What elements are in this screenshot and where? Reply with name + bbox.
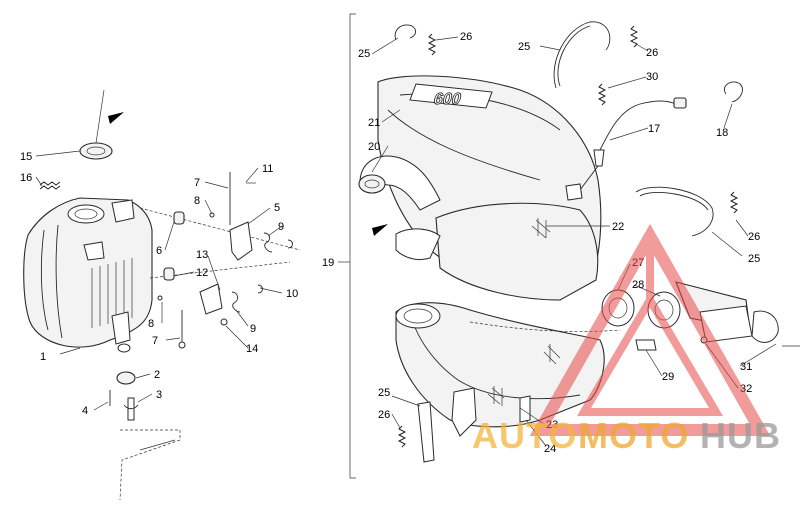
spring-26d	[397, 425, 407, 448]
callout-10: 10	[286, 288, 298, 300]
callout-labels: 1 2 3 4 5 6 7 7 8 8 9 9 10 11 12 13 14 1…	[20, 31, 760, 455]
engine-stamp: 600	[409, 83, 493, 109]
callout-26d: 26	[378, 409, 390, 421]
clamp-25a	[394, 24, 417, 41]
callout-24: 24	[544, 443, 556, 455]
callout-12: 12	[196, 267, 208, 279]
callout-5: 5	[274, 202, 280, 214]
clamp-25b	[553, 21, 611, 89]
callout-20: 20	[368, 141, 380, 153]
callout-13: 13	[196, 249, 208, 261]
cap-seal-ring	[79, 142, 113, 160]
callout-25c: 25	[748, 253, 760, 265]
callout-3: 3	[156, 389, 162, 401]
callout-26c: 26	[748, 231, 760, 243]
spring-26a	[427, 33, 437, 56]
callout-29: 29	[662, 371, 674, 383]
callout-7b: 7	[152, 335, 158, 347]
heat-shield	[435, 202, 599, 301]
callout-30: 30	[646, 71, 658, 83]
callout-8b: 8	[148, 318, 154, 330]
callout-1: 1	[40, 351, 46, 363]
watermark-auto: AUTO	[472, 415, 577, 456]
callout-31: 31	[740, 361, 752, 373]
callout-25d: 25	[378, 387, 390, 399]
oil-tank	[23, 197, 153, 348]
callout-19: 19	[322, 257, 334, 269]
callout-15: 15	[20, 151, 32, 163]
callout-9b: 9	[250, 323, 256, 335]
tank-ribs	[91, 258, 133, 328]
clamp-25c	[635, 186, 714, 237]
callout-7a: 7	[194, 177, 200, 189]
callout-11: 11	[262, 163, 273, 175]
group-bracket-19	[338, 13, 356, 479]
leader-lines-left	[35, 150, 283, 411]
clip-18	[724, 81, 743, 103]
callout-8a: 8	[194, 195, 200, 207]
watermark-hub: HUB	[700, 415, 781, 456]
callout-28: 28	[632, 279, 644, 291]
callout-17: 17	[648, 123, 660, 135]
mount-hardware	[139, 172, 301, 349]
arrow-indicator-right	[372, 224, 388, 236]
spring-16	[39, 181, 61, 190]
callout-9a: 9	[278, 221, 284, 233]
callout-16: 16	[20, 172, 32, 184]
oil-tank-assembly	[23, 89, 301, 501]
sensor-cable	[565, 97, 687, 201]
inlet-pipe	[359, 155, 441, 211]
clamp-25d	[417, 401, 435, 463]
callout-25a: 25	[358, 48, 370, 60]
exhaust-assembly: 600	[358, 21, 800, 463]
callout-6: 6	[156, 245, 162, 257]
watermark-triangle-icon	[529, 223, 771, 436]
engine-stamp-text: 600	[432, 90, 463, 108]
callout-2: 2	[154, 369, 160, 381]
watermark-moto: MOTO	[578, 415, 689, 456]
spring-30	[597, 83, 607, 106]
callout-22: 22	[612, 221, 624, 233]
filler-neck	[67, 204, 105, 224]
callout-25b: 25	[518, 41, 530, 53]
grommet	[116, 371, 136, 385]
watermark: AUTO MOTO HUB	[472, 223, 781, 456]
callout-18: 18	[716, 127, 728, 139]
callout-21: 21	[368, 117, 380, 129]
spring-26c	[729, 191, 739, 214]
spring-26b	[629, 25, 639, 48]
leader-lines-right	[371, 36, 777, 447]
arrow-indicator	[108, 112, 124, 124]
callout-14: 14	[246, 343, 258, 355]
callout-4: 4	[82, 405, 88, 417]
callout-26a: 26	[460, 31, 472, 43]
callout-26b: 26	[646, 47, 658, 59]
